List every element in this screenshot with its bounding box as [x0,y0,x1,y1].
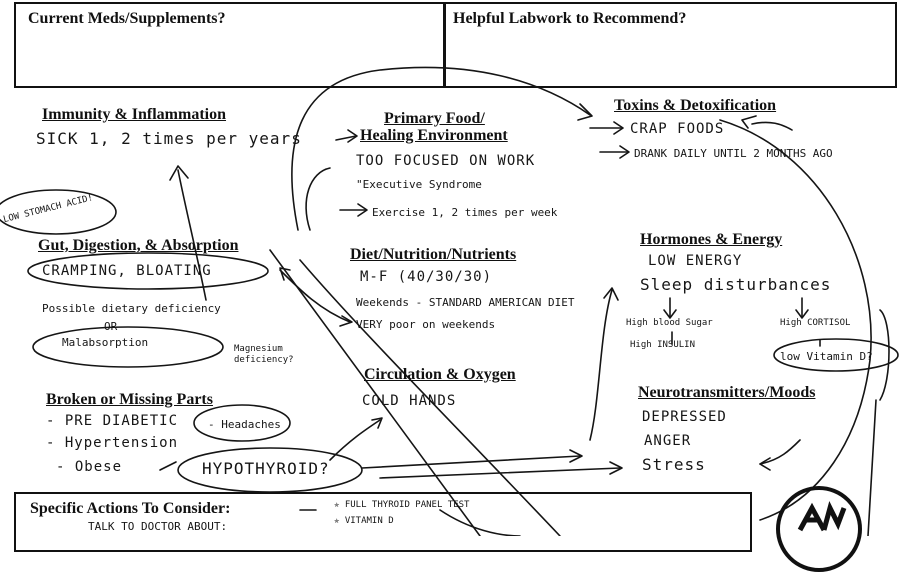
hormones-note-sleep: Sleep disturbances [640,275,832,294]
talk-to-doctor-note: TALK TO DOCTOR ABOUT: [88,520,228,533]
circulation-note: COLD HANDS [362,393,457,409]
malabsorption-circle [32,326,224,368]
arrow-to-immunity-head [169,165,189,181]
hormones-heading: Hormones & Energy [640,231,783,248]
immunity-note: SICK 1, 2 times per years [36,129,302,148]
primary-food-heading-line2: Healing Environment [360,127,508,144]
action-vitamin-d-text: VITAMIN D [344,516,394,526]
gut-note-cramping: CRAMPING, BLOATING [42,263,212,279]
broken-note-hypothyroid: HYPOTHYROID? [202,459,330,478]
primary-food-note-1: TOO FOCUSED ON WORK [356,153,536,169]
arrow-to-immunity [177,169,207,301]
right-loop-arrow [719,119,872,521]
circulation-heading: Circulation & Oxygen [364,366,516,383]
broken-note-prediabetic: - PRE DIABETIC [46,413,179,429]
primary-food-arrow [335,135,357,141]
broken-note-hypertension: - Hypertension [46,435,179,451]
immunity-heading: Immunity & Inflammation [42,106,227,123]
labwork-box: Helpful Labwork to Recommend? [443,2,897,88]
hormones-note-vitamin-d: low Vitamin D? [780,350,873,363]
neuro-heading: Neurotransmitters/Moods [638,384,816,401]
labwork-title: Helpful Labwork to Recommend? [453,10,687,27]
current-meds-title: Current Meds/Supplements? [28,10,226,27]
toxins-heading: Toxins & Detoxification [614,97,777,114]
hand-drawn-arrows-layer [0,66,899,536]
diet-note-weekends: Weekends - STANDARD AMERICAN DIET [356,296,575,309]
action-vitamin-d: ✯ VITAMIN D [334,516,394,526]
neuro-note-stress: Stress [642,455,706,474]
primary-food-heading-line1: Primary Food/ [384,110,485,127]
action-thyroid-panel-text: FULL THYROID PANEL TEST [344,500,470,510]
toxins-note-2: DRANK DAILY UNTIL 2 MONTHS AGO [634,147,833,160]
gut-note-or: OR [104,320,118,333]
cramping-circle [27,252,269,290]
diet-note-mf: M-F (40/30/30) [360,269,493,285]
broken-note-obese: - Obese [56,459,123,475]
big-loop-arrowhead [577,103,593,121]
action-thyroid-panel: ✯ FULL THYROID PANEL TEST [334,500,470,510]
headaches-circle [193,404,291,442]
broken-note-headaches: - Headaches [208,418,281,431]
toxins-note-1: CRAP FOODS [630,121,725,137]
gut-note-malabsorption: Malabsorption [62,336,149,349]
hormones-note-blood-sugar: High blood Sugar [626,318,713,328]
gut-note-magnesium: Magnesium deficiency? [234,344,294,365]
hormones-note-insulin: High INSULIN [630,340,696,350]
neuro-note-depressed: DEPRESSED [642,409,727,425]
gut-heading: Gut, Digestion, & Absorption [38,237,239,254]
gut-note-dietary: Possible dietary deficiency [42,302,221,315]
hormones-note-cortisol: High CORTISOL [780,318,851,328]
low-stomach-acid-circle [0,189,117,235]
current-meds-box: Current Meds/Supplements? [14,2,446,88]
specific-actions-box: Specific Actions To Consider: TALK TO DO… [14,492,752,552]
primary-food-note-2: "Executive Syndrome [356,178,482,191]
diet-note-very-poor: VERY poor on weekends [356,318,496,331]
afm-circle-logo-icon [776,486,862,572]
right-loop-top-arrowhead [741,115,757,129]
broken-heading: Broken or Missing Parts [46,391,213,408]
big-loop-arrow [291,66,591,231]
hormones-note-low-energy: LOW ENERGY [648,253,743,269]
low-vitamin-d-circle [773,338,899,372]
diet-heading: Diet/Nutrition/Nutrients [350,246,517,263]
specific-actions-title: Specific Actions To Consider: [30,500,231,517]
afm-logo-mark-icon [797,501,847,532]
primary-food-note-3: Exercise 1, 2 times per week [372,206,558,219]
neuro-note-anger: ANGER [644,433,692,449]
